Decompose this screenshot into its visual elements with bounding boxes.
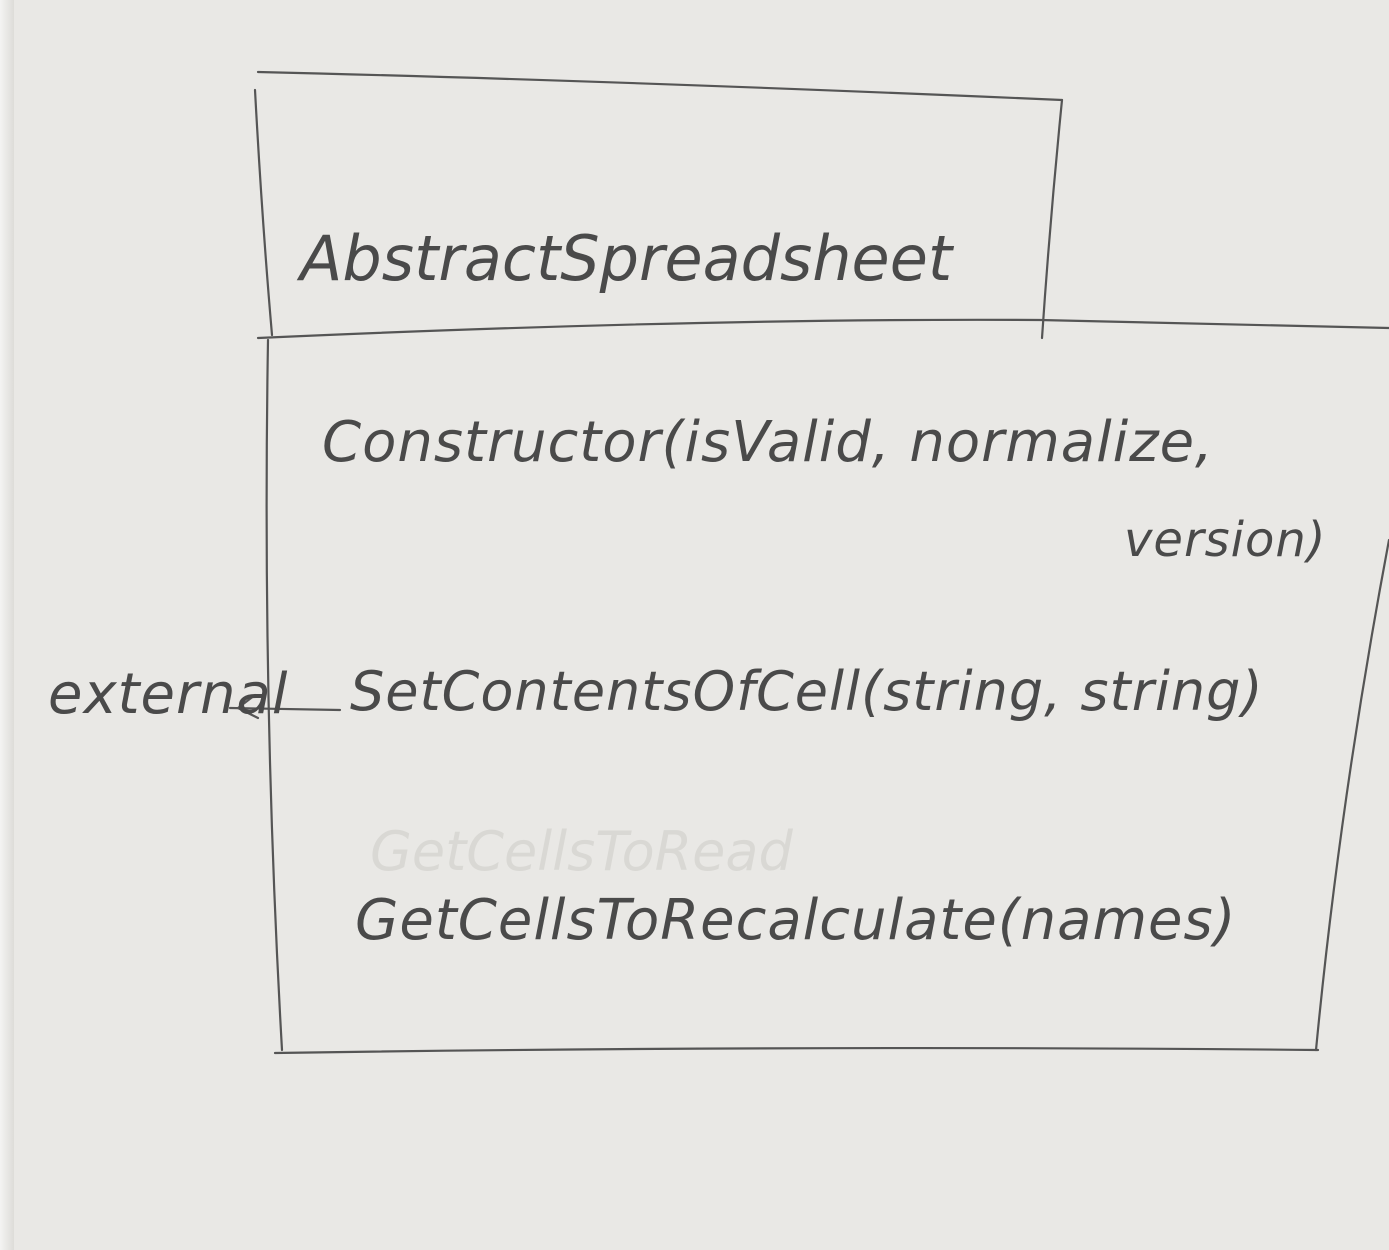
member-get-cells-to-recalculate: GetCellsToRecalculate(names) (355, 888, 1237, 953)
body-left-edge (265, 338, 284, 1052)
body-right-edge (1314, 538, 1389, 1052)
member-constructor: Constructor(isValid, normalize, (322, 410, 1214, 475)
external-arrow-head (235, 693, 260, 720)
paper-edge (0, 0, 14, 1250)
body-bottom-edge (273, 1046, 1320, 1055)
external-arrow-line (228, 706, 342, 712)
header-right-edge (1040, 98, 1064, 340)
member-constructor-continued: version) (1124, 512, 1327, 568)
header-left-edge (253, 88, 274, 337)
external-annotation: external (48, 662, 289, 727)
erased-text: GetCellsToRead (370, 820, 793, 883)
class-name: AbstractSpreadsheet (300, 222, 953, 295)
member-set-contents: SetContentsOfCell(string, string) (350, 660, 1264, 723)
header-divider (256, 318, 1389, 340)
header-top-edge (256, 70, 1064, 102)
